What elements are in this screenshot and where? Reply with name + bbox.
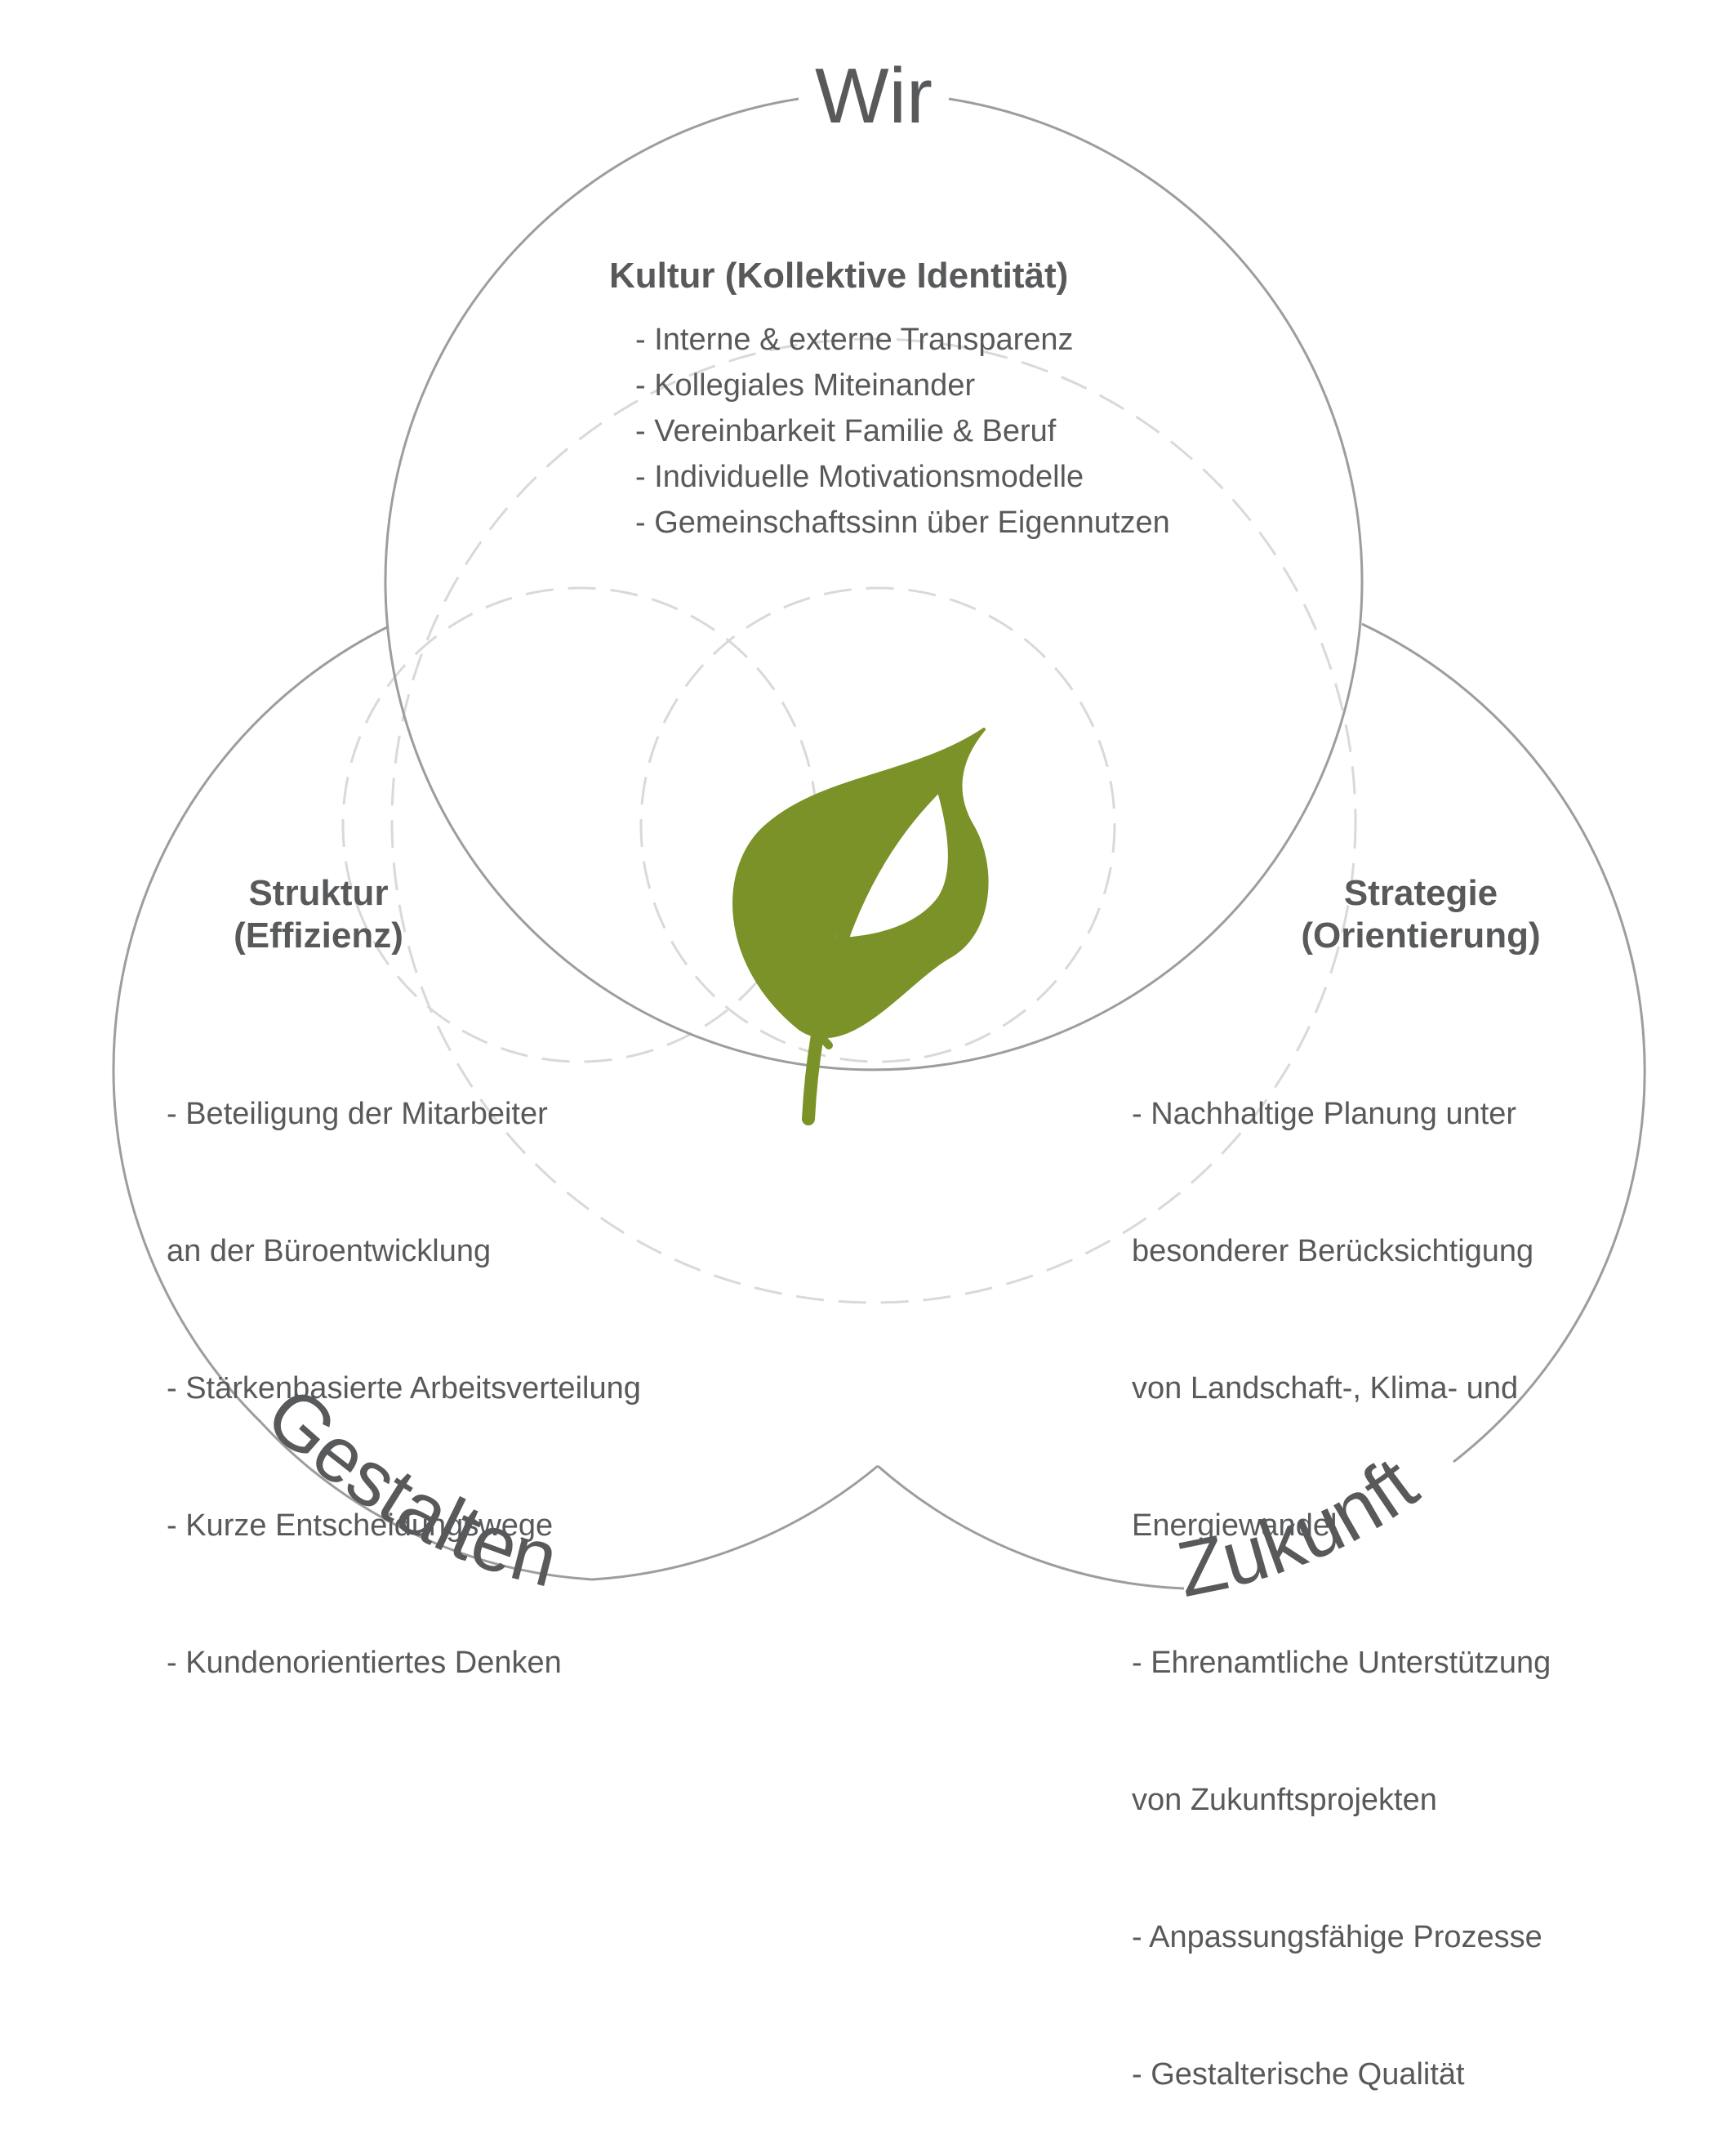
struktur-list: - Beteiligung der Mitarbeiter an der Bür… bbox=[167, 1000, 641, 1731]
list-item: von Landschaft-, Klima- und bbox=[1132, 1371, 1519, 1406]
list-item: - Kollegiales Miteinander bbox=[635, 368, 976, 403]
outer-circle-left-upper bbox=[112, 625, 389, 1424]
kultur-heading: Kultur (Kollektive Identität) bbox=[609, 256, 1069, 296]
inner-circle-right bbox=[639, 586, 1116, 1063]
leaf-icon bbox=[732, 728, 989, 1125]
outer-circle-left-lower bbox=[591, 1464, 879, 1581]
list-item: - Vereinbarkeit Familie & Beruf bbox=[635, 414, 1057, 448]
list-item: Energiewandel bbox=[1132, 1508, 1338, 1543]
outer-circle-right bbox=[877, 1464, 1185, 1590]
list-item: - Ehrenamtliche Unterstützung bbox=[1132, 1646, 1551, 1680]
list-item: - Gemeinschaftssinn über Eigennutzen bbox=[635, 506, 1170, 540]
list-item: von Zukunftsprojekten bbox=[1132, 1783, 1437, 1817]
inner-circle-wide-top bbox=[390, 337, 1357, 1304]
outer-circle-left bbox=[260, 1421, 593, 1581]
struktur-heading-line2: (Effizienz) bbox=[234, 916, 403, 956]
list-item: - Anpassungsfähige Prozesse bbox=[1132, 1920, 1542, 1954]
list-item: - Beteiligung der Mitarbeiter bbox=[167, 1097, 548, 1131]
list-item: besonderer Berücksichtigung bbox=[1132, 1234, 1534, 1268]
list-item: - Kundenorientiertes Denken bbox=[167, 1646, 562, 1680]
inner-circle-left bbox=[341, 586, 818, 1063]
kultur-list: - Interne & externe Transparenz - Kolleg… bbox=[635, 317, 1170, 546]
list-item: - Interne & externe Transparenz bbox=[635, 323, 1074, 357]
struktur-heading-line1: Struktur bbox=[248, 873, 389, 913]
label-wir: Wir bbox=[815, 52, 933, 140]
strategie-heading-line1: Strategie bbox=[1343, 873, 1498, 913]
list-item: - Stärkenbasierte Arbeitsverteilung bbox=[167, 1371, 641, 1406]
list-item: - Kurze Entscheidungswege bbox=[167, 1508, 554, 1543]
strategie-heading-line2: (Orientierung) bbox=[1301, 916, 1541, 956]
outer-circle-right-upper bbox=[1361, 622, 1646, 1464]
venn-diagram: Gestalten Zukunft Wir bbox=[112, 52, 1646, 1614]
strategie-heading: Strategie (Orientierung) bbox=[1282, 872, 1560, 957]
list-item: - Nachhaltige Planung unter bbox=[1132, 1097, 1517, 1131]
strategie-list: - Nachhaltige Planung unter besonderer B… bbox=[1132, 1000, 1551, 2143]
list-item: an der Büroentwicklung bbox=[167, 1234, 492, 1268]
list-item: - Gestalterische Qualität bbox=[1132, 2057, 1465, 2092]
list-item: - Individuelle Motivationsmodelle bbox=[635, 460, 1084, 494]
outer-circle-top bbox=[384, 97, 1364, 1072]
struktur-heading: Struktur (Effizienz) bbox=[229, 872, 408, 957]
